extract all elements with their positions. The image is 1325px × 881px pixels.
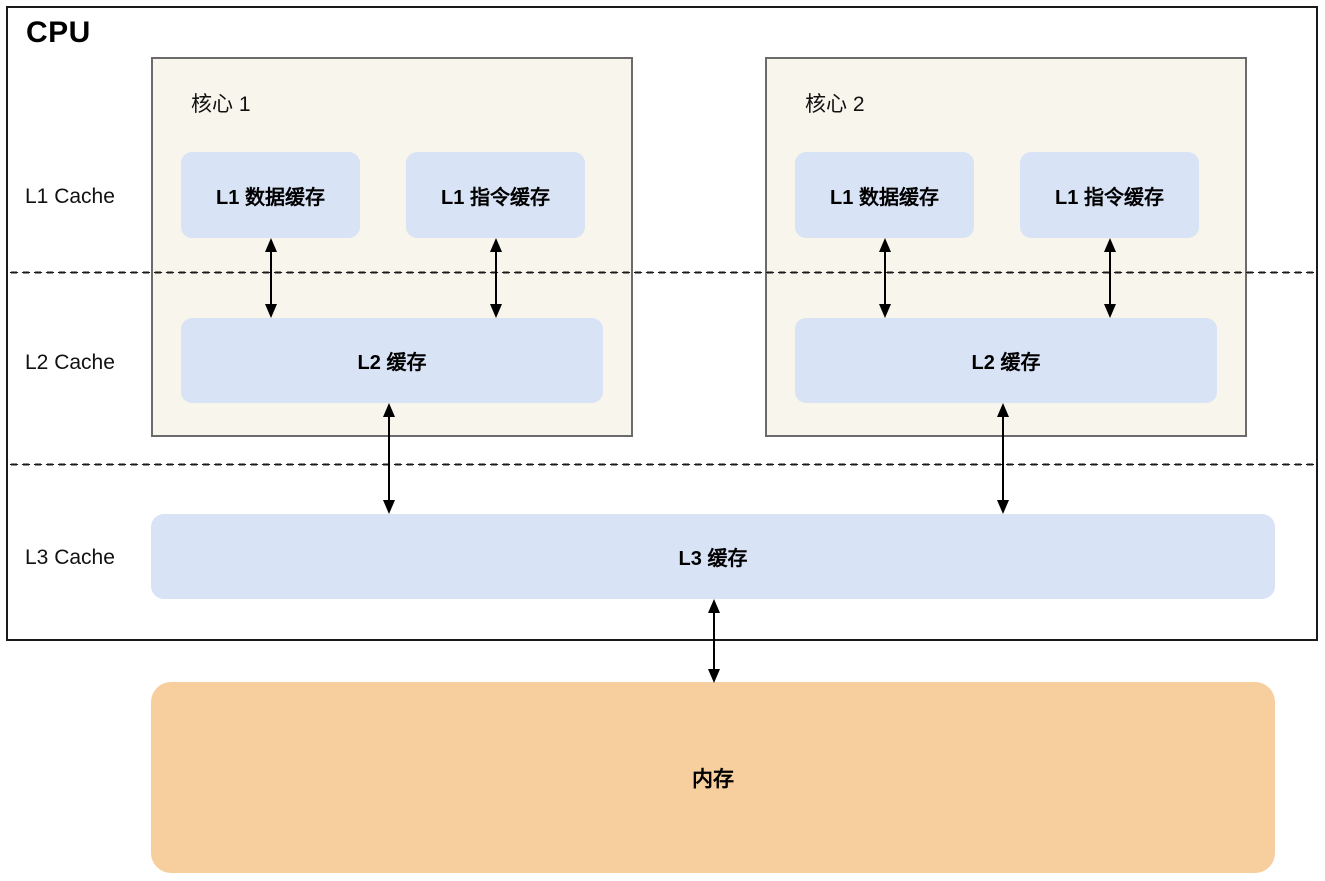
arrow-l3-to-memory: [706, 599, 722, 683]
tier-label-l3-cache: L3 Cache: [25, 546, 115, 569]
memory-label: 内存: [692, 767, 734, 791]
core-1-l1-data-cache: L1 数据缓存: [181, 152, 360, 238]
l3-cache-block: L3 缓存: [151, 514, 1275, 599]
arrow-core-1-l1-instruction-to-l2: [488, 238, 504, 318]
core-2-l1-data-cache-label: L1 数据缓存: [830, 186, 939, 209]
core-1-l1-instruction-cache-label: L1 指令缓存: [441, 186, 550, 209]
core-2-l2-cache-label: L2 缓存: [971, 352, 1041, 374]
core-2-l1-instruction-cache-label: L1 指令缓存: [1055, 186, 1164, 209]
memory-block: 内存: [151, 682, 1275, 873]
arrow-core-2-l1-data-to-l2: [877, 238, 893, 318]
core-title-1: 核心 1: [191, 93, 251, 116]
core-title-2: 核心 2: [805, 93, 865, 116]
arrow-core-2-l1-instruction-to-l2: [1102, 238, 1118, 318]
core-2-l1-instruction-cache: L1 指令缓存: [1020, 152, 1199, 238]
core-2-l2-cache: L2 缓存: [795, 318, 1217, 403]
tier-label-l1-cache: L1 Cache: [25, 185, 115, 208]
arrow-core-2-l2-to-l3: [995, 403, 1011, 514]
arrow-core-1-l2-to-l3: [381, 403, 397, 514]
cpu-title: CPU: [26, 16, 91, 49]
core-1-l1-instruction-cache: L1 指令缓存: [406, 152, 585, 238]
core-1-l2-cache-label: L2 缓存: [357, 352, 427, 374]
tier-divider-l2-l3: [8, 463, 1314, 466]
tier-label-l2-cache: L2 Cache: [25, 351, 115, 374]
l3-cache-label: L3 缓存: [678, 548, 748, 570]
arrow-core-1-l1-data-to-l2: [263, 238, 279, 318]
core-1-l1-data-cache-label: L1 数据缓存: [216, 186, 325, 209]
tier-divider-l1-l2: [8, 271, 1314, 274]
core-1-l2-cache: L2 缓存: [181, 318, 603, 403]
core-2-l1-data-cache: L1 数据缓存: [795, 152, 974, 238]
